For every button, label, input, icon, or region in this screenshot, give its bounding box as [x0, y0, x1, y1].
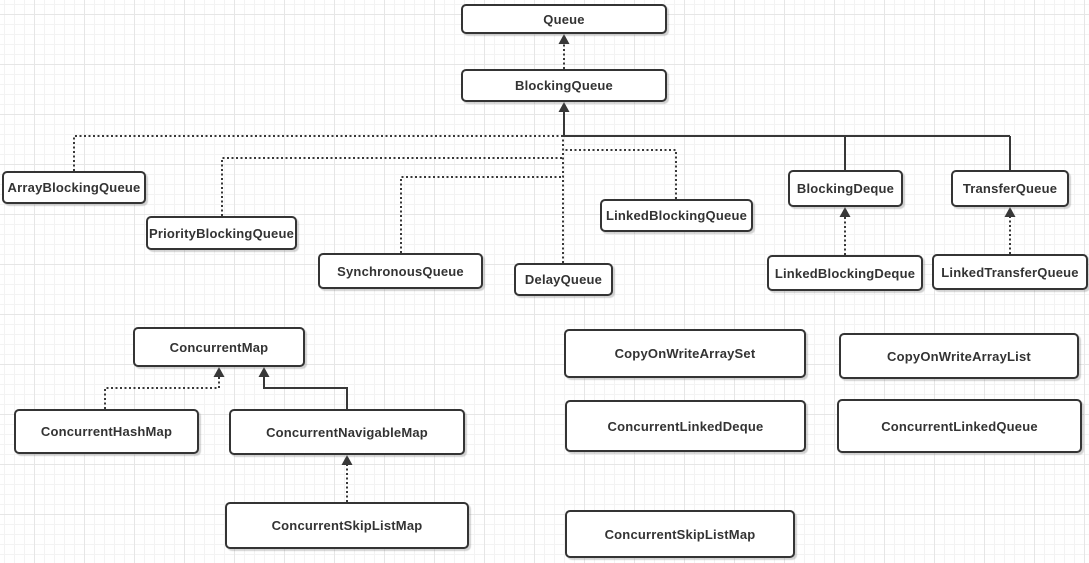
node-label-delay-queue: DelayQueue: [524, 272, 603, 287]
node-array-blocking-queue[interactable]: ArrayBlockingQueue: [2, 171, 146, 204]
node-label-concurrent-linked-queue: ConcurrentLinkedQueue: [881, 418, 1038, 434]
node-linked-transfer-queue[interactable]: LinkedTransferQueue: [932, 254, 1088, 290]
node-priority-blocking-queue[interactable]: PriorityBlockingQueue: [146, 216, 297, 250]
node-concurrent-map[interactable]: ConcurrentMap: [133, 327, 305, 367]
edge-concurrentnavigablemap-to-concurrentmap: [263, 376, 348, 409]
node-label-concurrent-skip-list-map-2: ConcurrentSkipListMap: [604, 526, 756, 542]
node-label-copy-on-write-array-set: CopyOnWriteArraySet: [614, 346, 756, 361]
edge-concurrenthashmap-to-concurrentmap: [104, 376, 220, 409]
arrowhead-concurrenthashmap-to-concurrentmap: [213, 367, 225, 377]
node-label-concurrent-linked-deque: ConcurrentLinkedDeque: [607, 418, 764, 434]
arrowhead-linkedtransferqueue-to-transferqueue: [1004, 207, 1016, 217]
node-label-priority-blocking-queue: PriorityBlockingQueue: [148, 225, 295, 241]
node-concurrent-linked-queue[interactable]: ConcurrentLinkedQueue: [837, 399, 1082, 453]
node-label-copy-on-write-array-list: CopyOnWriteArrayList: [887, 348, 1031, 364]
node-copy-on-write-array-set[interactable]: CopyOnWriteArraySet: [564, 329, 806, 378]
edge-synchronousqueue-to-junction: [400, 176, 564, 253]
edge-linkedblockingqueue-to-junction: [564, 149, 677, 199]
node-blocking-deque[interactable]: BlockingDeque: [788, 170, 903, 207]
node-label-queue: Queue: [543, 11, 585, 27]
node-linked-blocking-queue[interactable]: LinkedBlockingQueue: [600, 199, 753, 232]
node-label-blocking-deque: BlockingDeque: [796, 181, 895, 196]
node-concurrent-skip-list-map[interactable]: ConcurrentSkipListMap: [225, 502, 469, 549]
node-label-array-blocking-queue: ArrayBlockingQueue: [7, 180, 141, 195]
edge-arrayblockingqueue-to-junction: [73, 135, 564, 171]
node-concurrent-hash-map[interactable]: ConcurrentHashMap: [14, 409, 199, 454]
node-label-concurrent-map: ConcurrentMap: [169, 339, 269, 355]
node-label-linked-transfer-queue: LinkedTransferQueue: [941, 264, 1079, 280]
node-concurrent-navigable-map[interactable]: ConcurrentNavigableMap: [229, 409, 465, 455]
node-label-transfer-queue: TransferQueue: [962, 181, 1058, 196]
node-copy-on-write-array-list[interactable]: CopyOnWriteArrayList: [839, 333, 1079, 379]
node-label-concurrent-skip-list-map: ConcurrentSkipListMap: [271, 518, 423, 533]
arrowhead-concurrentnavigablemap-to-concurrentmap: [258, 367, 270, 377]
arrowhead-junction-to-blockingqueue: [558, 102, 570, 112]
node-transfer-queue[interactable]: TransferQueue: [951, 170, 1069, 207]
node-label-linked-blocking-queue: LinkedBlockingQueue: [605, 208, 748, 223]
node-concurrent-linked-deque[interactable]: ConcurrentLinkedDeque: [565, 400, 806, 452]
edge-priorityblockingqueue-to-junction: [221, 157, 564, 216]
node-blocking-queue[interactable]: BlockingQueue: [461, 69, 667, 102]
node-label-concurrent-hash-map: ConcurrentHashMap: [40, 424, 173, 439]
arrowhead-concurrentskiplistmap-to-concurrentnavigablemap: [341, 455, 353, 465]
node-delay-queue[interactable]: DelayQueue: [514, 263, 613, 296]
node-label-synchronous-queue: SynchronousQueue: [337, 263, 464, 279]
arrowhead-linkedblockingdeque-to-blockingdeque: [839, 207, 851, 217]
node-label-blocking-queue: BlockingQueue: [515, 78, 613, 93]
arrowhead-blockingqueue-to-queue: [558, 34, 570, 44]
node-concurrent-skip-list-map-2[interactable]: ConcurrentSkipListMap: [565, 510, 795, 558]
node-label-linked-blocking-deque: LinkedBlockingDeque: [774, 265, 916, 281]
node-linked-blocking-deque[interactable]: LinkedBlockingDeque: [767, 255, 923, 291]
node-label-concurrent-navigable-map: ConcurrentNavigableMap: [266, 424, 428, 440]
node-synchronous-queue[interactable]: SynchronousQueue: [318, 253, 483, 289]
node-queue[interactable]: Queue: [461, 4, 667, 34]
